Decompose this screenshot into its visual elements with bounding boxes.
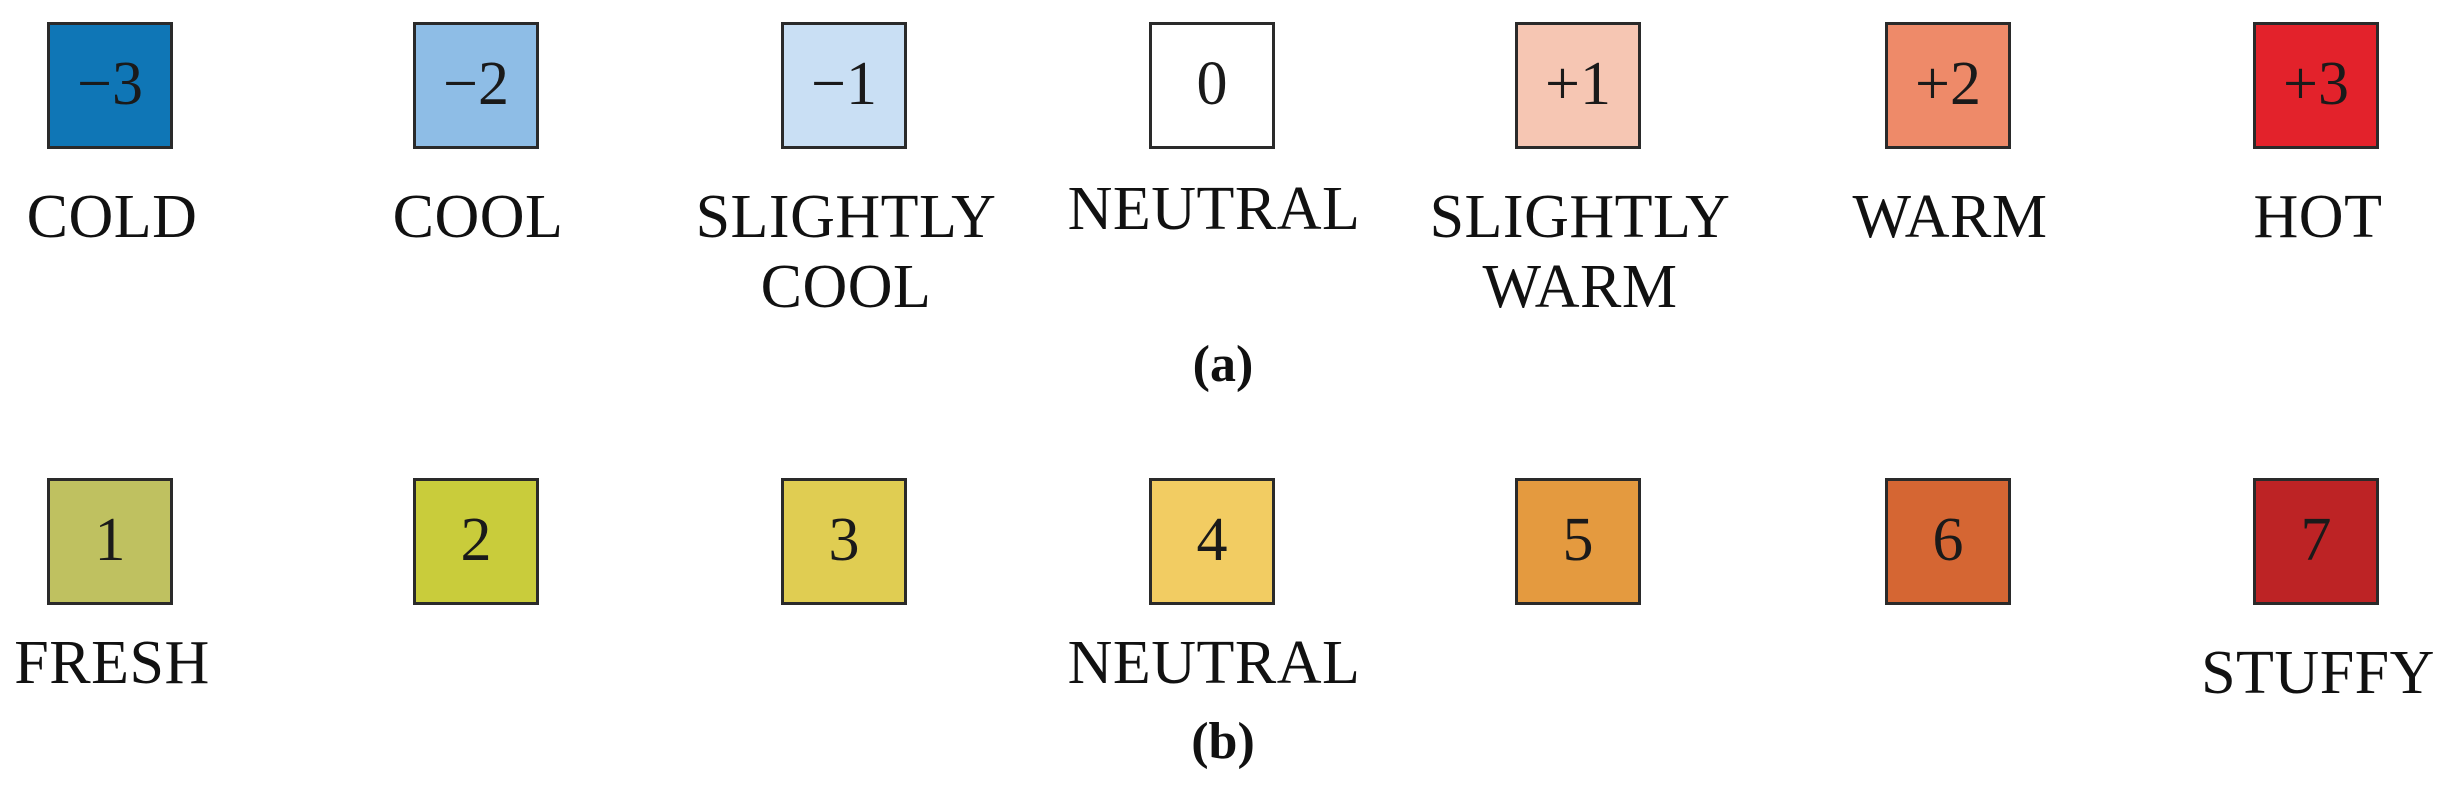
- scale-value: −1: [811, 49, 877, 118]
- scale-value: +2: [1915, 49, 1981, 118]
- scale-label: SLIGHTLY: [695, 183, 997, 251]
- scale-swatch: +1: [1515, 22, 1641, 149]
- scale-label: NEUTRAL: [1067, 175, 1361, 243]
- scale-value: 6: [1932, 505, 1964, 574]
- scale-swatch: 1: [47, 478, 173, 605]
- scale-swatch: 3: [781, 478, 907, 605]
- scale-value: +1: [1545, 49, 1611, 118]
- scale-swatch: −2: [413, 22, 539, 149]
- scale-swatch: 0: [1149, 22, 1275, 149]
- scale-value: +3: [2283, 49, 2349, 118]
- scale-value: −2: [443, 49, 509, 118]
- scale-swatch: 2: [413, 478, 539, 605]
- scale-label: COOL: [392, 183, 564, 251]
- scale-swatch: 4: [1149, 478, 1275, 605]
- scale-label: COLD: [26, 183, 198, 251]
- scale-swatch: 6: [1885, 478, 2011, 605]
- scale-swatch: 7: [2253, 478, 2379, 605]
- scale-swatch: +3: [2253, 22, 2379, 149]
- scale-label: WARM: [1482, 253, 1678, 321]
- scale-label: SLIGHTLY: [1429, 183, 1731, 251]
- scale-value: 7: [2300, 505, 2332, 574]
- scale-value: 3: [828, 505, 860, 574]
- scale-label: COOL: [760, 253, 932, 321]
- caption-b: (b): [1191, 713, 1255, 770]
- scale-label: NEUTRAL: [1067, 629, 1361, 697]
- scale-swatch: +2: [1885, 22, 2011, 149]
- caption-a: (a): [1192, 336, 1254, 393]
- scale-label: FRESH: [14, 629, 210, 697]
- scale-swatch: −3: [47, 22, 173, 149]
- scale-value: 1: [94, 505, 126, 574]
- scale-value: 5: [1562, 505, 1594, 574]
- scale-label: HOT: [2253, 183, 2383, 251]
- scale-value: 2: [460, 505, 492, 574]
- scale-swatch: 5: [1515, 478, 1641, 605]
- scale-swatch: −1: [781, 22, 907, 149]
- scale-value: 0: [1196, 49, 1228, 118]
- scale-label: STUFFY: [2201, 639, 2435, 707]
- scale-label: WARM: [1852, 183, 2048, 251]
- scale-value: −3: [77, 49, 143, 118]
- scale-value: 4: [1196, 505, 1228, 574]
